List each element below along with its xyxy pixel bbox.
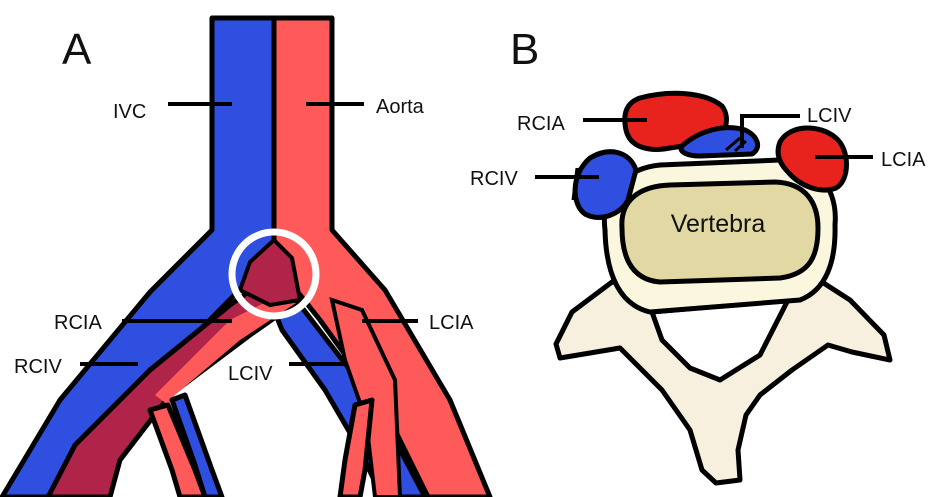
ivc-label: IVC xyxy=(113,101,146,123)
lciv-label-b: LCIV xyxy=(807,105,852,127)
panel-a-letter: A xyxy=(62,25,92,74)
rcia-label-b: RCIA xyxy=(517,113,565,135)
lcia-label-a: LCIA xyxy=(429,312,474,334)
panel-b-letter: B xyxy=(510,25,539,74)
rciv-label-b: RCIV xyxy=(470,168,518,190)
rciv-label-a: RCIV xyxy=(14,356,62,378)
aorta-label: Aorta xyxy=(376,96,425,118)
panel-a: A IVC Aorta RCIA LCIA RCIV LCIV xyxy=(2,18,490,497)
lcia-label-b: LCIA xyxy=(881,149,926,171)
panel-b: B Vertebra RCIA LCIV LCIA RCIV xyxy=(470,25,926,483)
rcia-label-a: RCIA xyxy=(54,312,102,334)
lciv-label-a: LCIV xyxy=(228,363,273,385)
vertebra-label: Vertebra xyxy=(671,210,766,238)
